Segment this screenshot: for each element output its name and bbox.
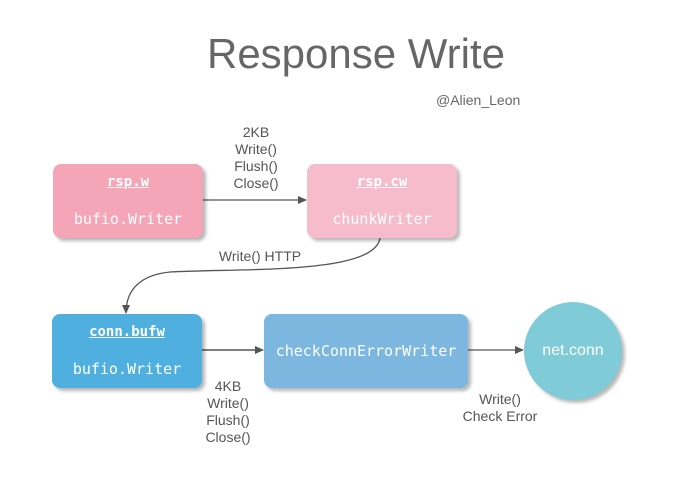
node-rsp-w: rsp.w bufio.Writer <box>53 164 203 238</box>
edge-label-line: Write() <box>207 395 249 411</box>
node-rsp-cw-name: rsp.cw <box>356 174 408 190</box>
node-rsp-cw: rsp.cw chunkWriter <box>307 164 457 238</box>
edge-label-w-to-cw: 2KB Write() Flush() Close() <box>216 124 296 192</box>
node-check-label: checkConnErrorWriter <box>275 342 457 360</box>
edge-label-line: Write() HTTP <box>218 248 302 264</box>
node-conn-bufw: conn.bufw bufio.Writer <box>52 314 202 388</box>
node-check-conn-error-writer: checkConnErrorWriter <box>264 314 468 388</box>
edge-label-line: Close() <box>205 429 251 445</box>
node-conn-bufw-name: conn.bufw <box>89 324 165 340</box>
node-net-conn: net.conn <box>524 302 622 400</box>
edge-label-line: Write() <box>235 141 277 157</box>
edge-label-line: Close() <box>233 175 279 191</box>
author-credit: @Alien_Leon <box>436 92 521 108</box>
edge-label-cw-to-bufw: Write() HTTP <box>200 248 320 265</box>
edge-label-line: Flush() <box>234 158 278 174</box>
node-net-conn-label: net.conn <box>542 342 604 359</box>
node-rsp-cw-type: chunkWriter <box>332 210 432 228</box>
edge-label-line: Check Error <box>462 408 538 424</box>
edge-label-bufw-to-check: 4KB Write() Flush() Close() <box>188 378 268 446</box>
node-rsp-w-name: rsp.w <box>106 174 150 190</box>
edge-rsp-cw-to-conn-bufw <box>122 237 381 314</box>
diagram-title: Response Write <box>206 30 506 77</box>
node-rsp-w-type: bufio.Writer <box>73 210 183 228</box>
edge-label-line: 2KB <box>242 124 270 140</box>
edge-label-line: Write() <box>479 391 521 407</box>
node-conn-bufw-type: bufio.Writer <box>72 360 182 378</box>
edge-label-line: 4KB <box>214 378 242 394</box>
edge-label-line: Flush() <box>206 412 250 428</box>
edge-label-check-to-net: Write() Check Error <box>450 391 550 425</box>
